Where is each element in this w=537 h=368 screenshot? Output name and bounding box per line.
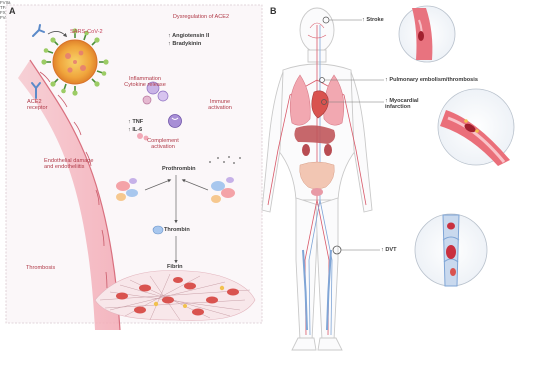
bradykinin-label: ↑ Bradykinin	[168, 41, 201, 47]
mi-zoom-circle	[438, 89, 514, 166]
panel-b-letter: B	[270, 6, 277, 16]
stroke-zoom-circle	[399, 6, 455, 62]
virus-label: SARS-CoV-2	[70, 29, 103, 35]
complement-label: Complement activation	[136, 138, 190, 151]
fibrin-label: Fibrin	[167, 264, 183, 270]
mi-label: ↑ Myocardial infarction	[385, 98, 437, 111]
dysregulation-label: Dysregulation of ACE2	[165, 14, 237, 20]
inflammation-label: Inflammation Cytokine release	[119, 76, 171, 89]
dvt-zoom-circle	[415, 214, 487, 286]
ace2-receptor-label: ACE2 receptor	[27, 99, 59, 112]
dvt-label: ↑ DVT	[381, 247, 397, 253]
prothrombin-label: Prothrombin	[162, 166, 196, 172]
endothelial-label: Endothelial damage and endotheliitis	[44, 158, 102, 171]
thrombosis-label: Thrombosis	[26, 265, 55, 271]
thrombin-label: Thrombin	[164, 227, 190, 233]
immune-activation-label: Immune activation	[201, 99, 239, 112]
angiotensin-label: ↑ Angiotensin II	[168, 33, 209, 39]
pe-label: ↑ Pulmonary embolism/thrombosis	[385, 77, 535, 83]
stroke-label: ↑ Stroke	[362, 17, 384, 23]
tnf-label: ↑ TNF	[128, 119, 143, 125]
panel-a-letter: A	[9, 6, 16, 16]
il6-label: ↑ IL-6	[128, 127, 142, 133]
immune-cell-icon	[169, 115, 182, 128]
thrombin-icon	[153, 226, 163, 234]
